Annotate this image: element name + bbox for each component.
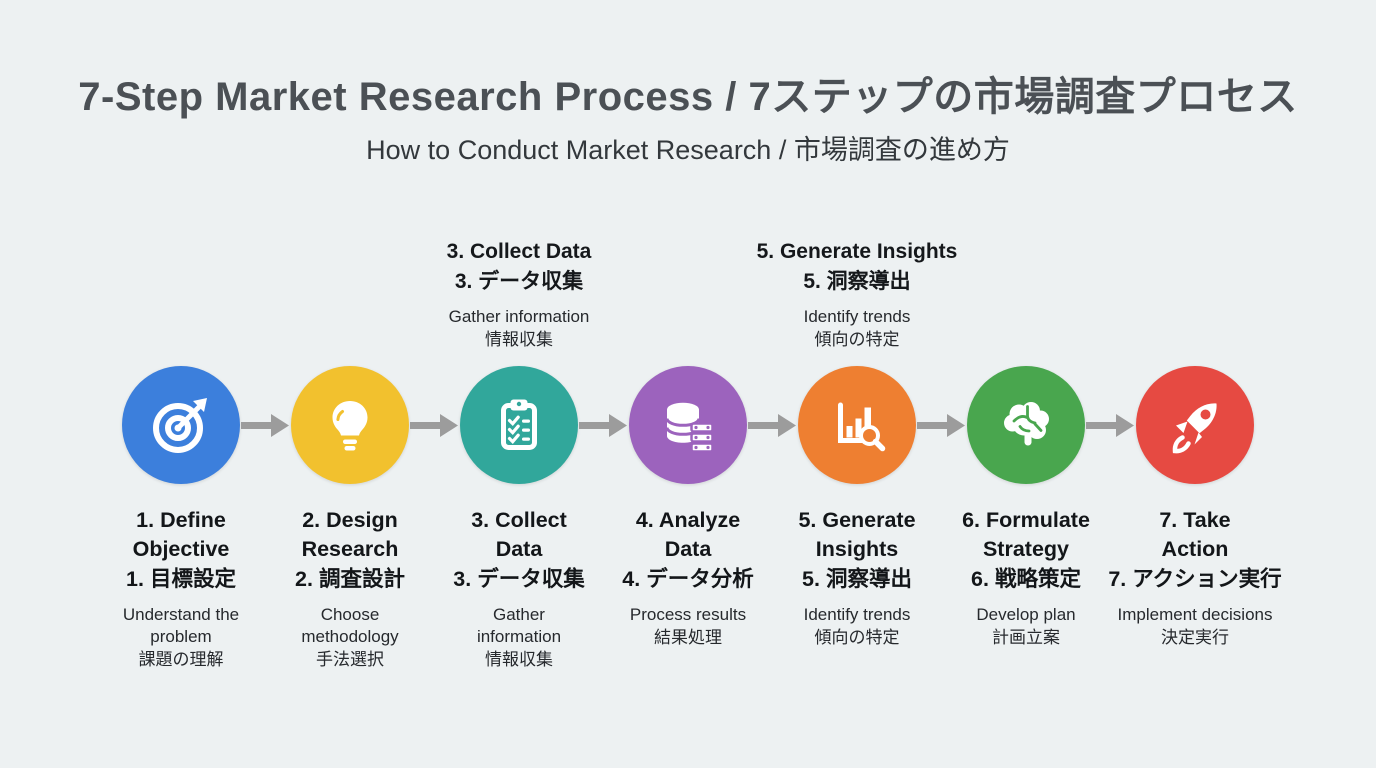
step-desc-ja: 計画立案 <box>992 628 1060 647</box>
step-title-ja: 3. データ収集 <box>453 567 585 591</box>
callout-desc-en: Gather information <box>448 307 590 326</box>
callout-title-en: 5. Generate Insights <box>756 240 958 263</box>
callout-collect-data: 3. Collect Data 3. データ収集 Gather informat… <box>389 237 649 351</box>
step-desc-en: Develop plan <box>976 605 1076 624</box>
clipboard-checklist-icon <box>501 399 537 450</box>
step-label-7: 7. Take Action 7. アクション実行 Implement deci… <box>1100 506 1290 649</box>
arrow-icon <box>410 414 458 437</box>
step-desc-en: Understand the problem <box>122 605 240 646</box>
callout-title-en: 3. Collect Data <box>446 240 592 263</box>
callout-desc-ja: 情報収集 <box>485 330 553 349</box>
step-title-ja: 7. アクション実行 <box>1108 567 1282 591</box>
step-label-5: 5. Generate Insights 5. 洞察導出 Identify tr… <box>762 506 952 649</box>
step-title-en: 4. Analyze Data <box>635 508 741 561</box>
step-title-ja: 4. データ分析 <box>622 567 754 591</box>
step-title-en: 2. Design Research <box>301 508 399 561</box>
step-title-en: 6. Formulate Strategy <box>962 508 1090 561</box>
step-circle-5 <box>798 366 916 484</box>
lightbulb-icon <box>332 401 368 451</box>
step-circle-1 <box>122 366 240 484</box>
step-title-ja: 5. 洞察導出 <box>802 567 912 591</box>
step-title-ja: 1. 目標設定 <box>126 567 236 591</box>
arrow-icon <box>241 414 289 437</box>
step-label-4: 4. Analyze Data 4. データ分析 Process results… <box>593 506 783 649</box>
step-label-6: 6. Formulate Strategy 6. 戦略策定 Develop pl… <box>931 506 1121 649</box>
step-circle-4 <box>629 366 747 484</box>
chart-magnifier-icon <box>838 402 886 452</box>
step-label-2: 2. Design Research 2. 調査設計 Choose method… <box>255 506 445 671</box>
step-desc-en: Implement decisions <box>1117 605 1273 624</box>
callout-generate-insights: 5. Generate Insights 5. 洞察導出 Identify tr… <box>727 237 987 351</box>
step-label-3: 3. Collect Data 3. データ収集 Gather informat… <box>424 506 614 671</box>
step-circle-2 <box>291 366 409 484</box>
arrow-icon <box>1086 414 1134 437</box>
step-label-1: 1. Define Objective 1. 目標設定 Understand t… <box>86 506 276 671</box>
step-desc-ja: 決定実行 <box>1161 628 1229 647</box>
step-desc-en: Process results <box>629 605 747 624</box>
callout-title-ja: 5. 洞察導出 <box>803 270 911 293</box>
step-circle-3 <box>460 366 578 484</box>
step-desc-en: Choose methodology <box>301 605 399 646</box>
step-title-en: 3. Collect Data <box>471 508 567 561</box>
step-desc-en: Identify trends <box>803 605 911 624</box>
step-title-en: 5. Generate Insights <box>798 508 916 561</box>
callout-desc-en: Identify trends <box>803 307 911 326</box>
step-circle-6 <box>967 366 1085 484</box>
brain-icon <box>1004 402 1049 446</box>
step-desc-en: Gather information <box>476 605 562 646</box>
arrow-icon <box>748 414 796 437</box>
database-icon <box>665 402 714 453</box>
callout-title-ja: 3. データ収集 <box>454 270 584 293</box>
step-title-ja: 2. 調査設計 <box>295 567 405 591</box>
step-title-en: 1. Define Objective <box>132 508 230 561</box>
step-title-en: 7. Take Action <box>1159 508 1231 561</box>
step-desc-ja: 課題の理解 <box>138 650 224 669</box>
rocket-icon <box>1172 403 1217 454</box>
page-title: 7-Step Market Research Process / 7ステップの市… <box>78 75 1298 119</box>
step-desc-ja: 情報収集 <box>485 650 553 669</box>
arrow-icon <box>917 414 965 437</box>
arrow-icon <box>579 414 627 437</box>
step-desc-ja: 傾向の特定 <box>814 628 900 647</box>
target-icon <box>153 398 207 453</box>
step-circle-7 <box>1136 366 1254 484</box>
step-desc-ja: 結果処理 <box>654 628 722 647</box>
callout-desc-ja: 傾向の特定 <box>814 330 900 349</box>
step-title-ja: 6. 戦略策定 <box>971 567 1081 591</box>
step-desc-ja: 手法選択 <box>316 650 384 669</box>
page-subtitle: How to Conduct Market Research / 市場調査の進め… <box>366 135 1010 165</box>
